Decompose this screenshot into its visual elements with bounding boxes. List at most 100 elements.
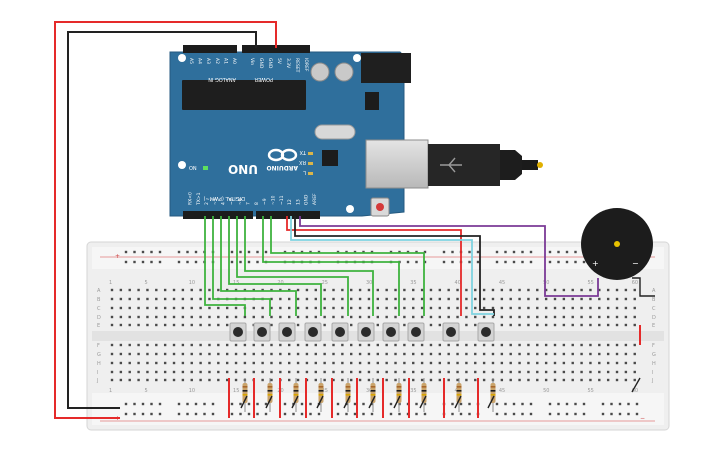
wire-green[interactable] bbox=[212, 216, 271, 316]
power-jack[interactable] bbox=[361, 53, 411, 83]
column-number: 25 bbox=[322, 388, 328, 394]
wire-green[interactable] bbox=[220, 216, 297, 316]
wire-black-jumper[interactable] bbox=[343, 395, 351, 409]
wire-purple-buzzer[interactable] bbox=[299, 216, 599, 297]
power-pin-label: Vin bbox=[249, 58, 255, 65]
wire-5v-red[interactable] bbox=[54, 21, 277, 419]
pushbutton[interactable] bbox=[442, 322, 460, 342]
wire-green[interactable] bbox=[236, 216, 349, 316]
wire-black-jumper[interactable] bbox=[419, 395, 427, 409]
pushbutton[interactable] bbox=[253, 322, 271, 342]
row-letter: C bbox=[652, 306, 656, 312]
pushbutton[interactable] bbox=[477, 322, 495, 342]
pushbutton[interactable] bbox=[382, 322, 400, 342]
wire-rail-gnd[interactable] bbox=[631, 377, 641, 393]
digital-pin-label: ~6 bbox=[237, 198, 243, 205]
pushbuttons[interactable] bbox=[229, 322, 495, 342]
arduino-uno-board[interactable]: ON UNO ARDUINO DIGITAL (PWM~) ANALOG IN … bbox=[169, 45, 429, 219]
row-letter: I bbox=[97, 370, 98, 376]
pushbutton[interactable] bbox=[407, 322, 425, 342]
header-digital-high bbox=[256, 211, 320, 219]
column-number: 30 bbox=[366, 280, 372, 286]
power-pin-label: GND bbox=[267, 58, 273, 69]
mount-hole bbox=[178, 161, 186, 169]
crystal-oscillator bbox=[314, 124, 356, 140]
analog-pin-label: A3 bbox=[205, 58, 211, 64]
pushbutton[interactable] bbox=[229, 322, 247, 342]
digital-pin-label: RX<0 bbox=[188, 192, 194, 205]
analog-pin-label: A1 bbox=[222, 58, 228, 64]
digital-pin-label: 2 bbox=[204, 202, 210, 205]
analog-pin-label: A2 bbox=[214, 58, 220, 64]
column-number: 15 bbox=[233, 280, 239, 286]
wire-black-jumper[interactable] bbox=[316, 395, 324, 409]
wire-black-jumper[interactable] bbox=[240, 395, 248, 409]
capacitor bbox=[310, 62, 330, 82]
wire-black-jumper[interactable] bbox=[265, 395, 273, 409]
row-letter: B bbox=[652, 297, 656, 303]
digital-pin-label: 13 bbox=[295, 199, 301, 205]
wires[interactable] bbox=[54, 21, 655, 419]
digital-label: DIGITAL (PWM~) bbox=[203, 195, 245, 201]
wire-green[interactable] bbox=[204, 216, 246, 316]
digital-pin-label: ~11 bbox=[279, 195, 285, 205]
column-number: 45 bbox=[499, 280, 505, 286]
wire-black-jumper[interactable] bbox=[487, 395, 495, 409]
column-number: 10 bbox=[189, 388, 195, 394]
row-letter: A bbox=[97, 288, 101, 294]
wire-black-jumper[interactable] bbox=[393, 395, 401, 409]
analog-pin-label: A5 bbox=[188, 58, 194, 64]
wire-red-signal[interactable] bbox=[286, 216, 462, 316]
column-number: 60 bbox=[632, 388, 638, 394]
analog-pin-label: A0 bbox=[231, 58, 237, 64]
digital-pin-label: 12 bbox=[287, 199, 293, 205]
pushbutton[interactable] bbox=[278, 322, 296, 342]
digital-pin-label: ~5 bbox=[229, 198, 235, 205]
column-number: 50 bbox=[543, 388, 549, 394]
wire-green[interactable] bbox=[244, 216, 374, 316]
wire-black-jumper[interactable] bbox=[291, 395, 299, 409]
header-power bbox=[242, 45, 310, 53]
pushbutton[interactable] bbox=[331, 322, 349, 342]
usb-icon bbox=[440, 157, 462, 173]
rail-sign: + bbox=[115, 253, 120, 260]
capacitor bbox=[334, 62, 354, 82]
digital-pin-label: 8 bbox=[254, 202, 260, 205]
column-number: 40 bbox=[455, 280, 461, 286]
resistor[interactable] bbox=[490, 378, 496, 412]
power-label: POWER bbox=[254, 76, 273, 82]
indicator-led bbox=[308, 172, 313, 175]
digital-pin-label: 4 bbox=[221, 202, 227, 205]
wire-black-jumper[interactable] bbox=[454, 395, 462, 409]
wire-green[interactable] bbox=[262, 216, 400, 316]
rail-sign: − bbox=[640, 415, 645, 422]
power-pin-label: 5V bbox=[276, 58, 282, 65]
buzzer-minus-label: − bbox=[632, 259, 639, 268]
row-letter: E bbox=[652, 323, 655, 329]
column-number: 25 bbox=[322, 280, 328, 286]
wire-gnd-black[interactable] bbox=[67, 31, 257, 409]
resistor[interactable] bbox=[396, 378, 402, 412]
column-number: 55 bbox=[587, 280, 593, 286]
row-letter: C bbox=[97, 306, 101, 312]
usb-plug bbox=[428, 144, 500, 186]
wire-green[interactable] bbox=[270, 216, 425, 316]
wire-green[interactable] bbox=[228, 216, 322, 316]
piezo-buzzer[interactable]: + − bbox=[581, 208, 653, 280]
usb-cable[interactable] bbox=[428, 144, 543, 186]
wire-black-jumper[interactable] bbox=[368, 395, 376, 409]
wire-buzzer-gnd[interactable] bbox=[632, 277, 655, 297]
pushbutton[interactable] bbox=[304, 322, 322, 342]
led-label: TX bbox=[299, 149, 307, 155]
digital-pin-label: 7 bbox=[246, 202, 252, 205]
digital-pin-label: AREF bbox=[312, 193, 318, 205]
wire-black-signal[interactable] bbox=[294, 216, 495, 316]
mount-hole bbox=[346, 205, 354, 213]
digital-pin-label: ~3 bbox=[212, 198, 218, 205]
pushbutton[interactable] bbox=[357, 322, 375, 342]
wire-cyan[interactable] bbox=[290, 216, 494, 315]
usb-port[interactable] bbox=[365, 139, 429, 189]
